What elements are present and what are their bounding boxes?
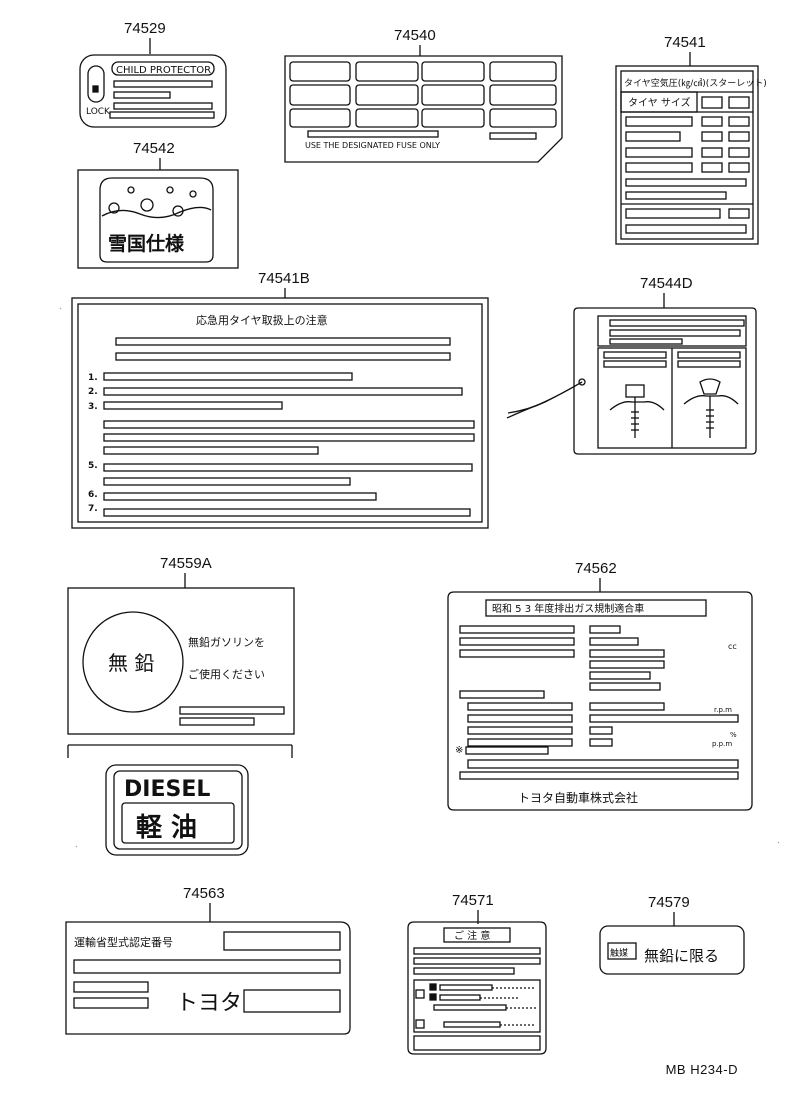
label-74541B: 74541B 応急用タイヤ取扱上の注意 1. 2. 3. 5. 6. 7. xyxy=(71,270,489,529)
item-6: 6. xyxy=(88,490,98,500)
part-number-74542: 74542 xyxy=(133,140,175,157)
item-3: 3. xyxy=(88,402,98,412)
label-diesel: DIESEL 軽 油 xyxy=(105,764,249,856)
label-74542: 74542 雪国仕様 xyxy=(77,140,239,269)
label-74571: 74571 ご 注 意 xyxy=(407,892,547,1055)
child-protector-lock: LOCK xyxy=(86,107,111,117)
part-number-74563: 74563 xyxy=(183,885,225,902)
diesel-jp-text: 軽 油 xyxy=(136,812,197,843)
part-number-74571: 74571 xyxy=(452,892,494,909)
emission-maker: トヨタ自動車株式会社 xyxy=(518,790,638,805)
label-74563: 74563 運輸省型式認定番号 トヨタ xyxy=(65,885,351,1035)
spare-tire-title: 応急用タイヤ取扱上の注意 xyxy=(196,313,328,327)
unleaded-line1: 無鉛ガソリンを xyxy=(188,635,265,649)
snow-spec-text: 雪国仕様 xyxy=(108,232,185,255)
margin-marks xyxy=(59,307,780,848)
unit-cc: cc xyxy=(728,642,737,651)
label-74579: 74579 触媒 無鉛に限る xyxy=(599,894,745,975)
item-1: 1. xyxy=(88,373,98,383)
part-number-74529: 74529 xyxy=(124,20,166,37)
item-2: 2. xyxy=(88,387,98,397)
unit-percent: % xyxy=(730,731,737,739)
label-74562: 74562 昭和 5 3 年度排出ガス規制適合車 cc r.p.m % xyxy=(447,560,753,811)
type-cert-maker: トヨタ xyxy=(176,991,242,1016)
tire-pressure-title: タイヤ空気圧(㎏/㎠)(スターレット) xyxy=(624,77,767,89)
label-74541: 74541 タイヤ空気圧(㎏/㎠)(スターレット) タイヤ サイズ xyxy=(615,34,767,245)
part-number-74562: 74562 xyxy=(575,560,617,577)
part-number-74540: 74540 xyxy=(394,27,436,44)
label-74540: 74540 USE THE DESIGNATED FUSE ONLY xyxy=(284,27,563,163)
label-74559A: 74559A 無 鉛 無鉛ガソリンを ご使用ください xyxy=(67,555,295,758)
unleaded-line2: ご使用ください xyxy=(188,667,265,681)
fuse-note: USE THE DESIGNATED FUSE ONLY xyxy=(305,141,440,150)
label-74544D: 74544D xyxy=(506,275,757,455)
type-cert-title: 運輸省型式認定番号 xyxy=(74,935,173,949)
item-5: 5. xyxy=(88,461,98,471)
part-number-74579: 74579 xyxy=(648,894,690,911)
emission-title: 昭和 5 3 年度排出ガス規制適合車 xyxy=(492,602,644,615)
part-number-74559A: 74559A xyxy=(160,555,212,572)
label-74529: 74529 CHILD PROTECTOR LOCK xyxy=(79,20,227,128)
diesel-en-text: DIESEL xyxy=(124,777,210,802)
fuel-tag-text: 無鉛に限る xyxy=(644,947,719,965)
part-number-74544D: 74544D xyxy=(640,275,693,292)
fuel-tag-small: 触媒 xyxy=(610,947,628,959)
part-number-74541: 74541 xyxy=(664,34,706,51)
unleaded-big-text: 無 鉛 xyxy=(108,651,154,675)
part-number-74541B: 74541B xyxy=(258,270,310,287)
caution-title: ご 注 意 xyxy=(454,929,490,942)
tire-size-header: タイヤ サイズ xyxy=(628,96,691,109)
unit-rpm-2: p.p.m xyxy=(712,740,732,748)
item-7: 7. xyxy=(88,504,98,514)
unit-rpm-1: r.p.m xyxy=(714,706,732,714)
emission-asterisk: ※ xyxy=(455,745,463,756)
diagram-code: MB H234-D xyxy=(665,1062,738,1077)
child-protector-title: CHILD PROTECTOR xyxy=(116,65,211,76)
